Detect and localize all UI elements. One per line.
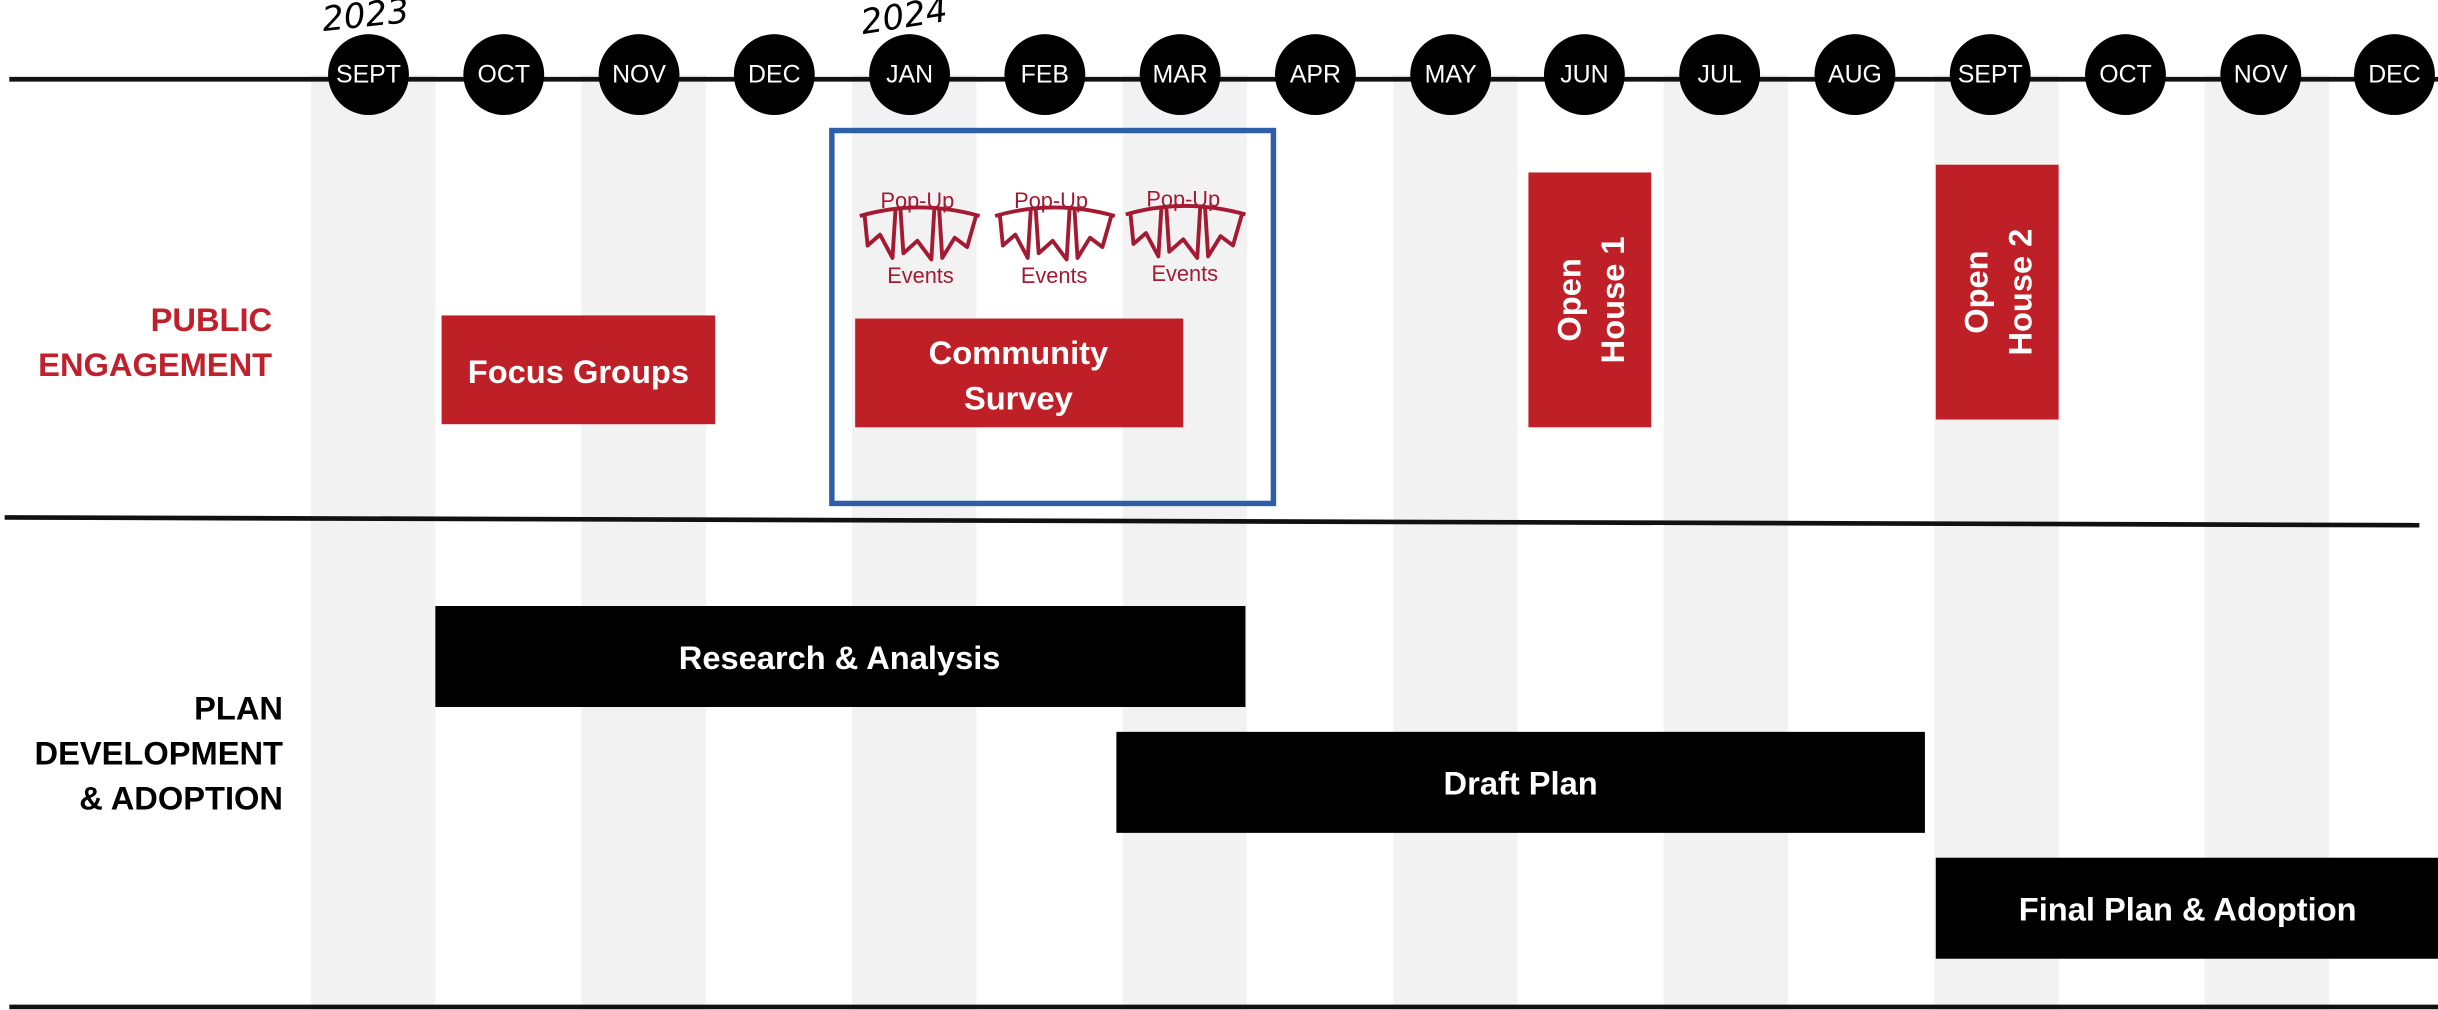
community-survey-bar <box>855 318 1184 428</box>
open-house-1-label-line: House 1 <box>1594 236 1631 363</box>
month-column-bands <box>310 74 2330 1010</box>
month-label: NOV <box>2234 61 2288 89</box>
month-marker <box>1410 34 1492 115</box>
month-label: JAN <box>886 61 933 89</box>
final-plan-block: Final Plan & Adoption <box>1935 857 2438 959</box>
final-plan-bar <box>1935 857 2438 959</box>
open-house-1-block: Open House 1 <box>1528 172 1652 428</box>
month-label: OCT <box>478 61 531 89</box>
focus-groups-block: Focus Groups <box>441 315 716 425</box>
row-label-line: ENGAGEMENT <box>38 346 272 383</box>
month-marker <box>1543 34 1625 115</box>
month-label: JUN <box>1560 61 1608 89</box>
row-label-line: DEVELOPMENT <box>35 735 283 772</box>
month-marker <box>2354 34 2435 115</box>
month-label: JUL <box>1698 61 1742 89</box>
bunting-icon <box>1125 203 1246 260</box>
popup-event-1: Pop-Up Events <box>859 188 981 288</box>
open-house-1-bar <box>1528 172 1652 428</box>
month-marker <box>1274 34 1356 115</box>
month-label: APR <box>1290 61 1341 89</box>
row-label-public-engagement: PUBLIC ENGAGEMENT <box>38 301 272 383</box>
column-band-jul-2024 <box>1663 74 1789 1010</box>
column-band-may-2024 <box>1393 74 1518 1010</box>
year-label-2023: 2023 <box>320 0 411 40</box>
focus-groups-bar <box>441 315 716 425</box>
bunting-icon <box>994 205 1116 262</box>
focus-groups-label: Focus Groups <box>468 353 689 390</box>
month-markers: SEPT OCT NOV DEC JAN FEB MAR APR MAY JUN… <box>328 34 2435 115</box>
final-plan-label: Final Plan & Adoption <box>2019 891 2357 928</box>
month-marker <box>733 34 815 115</box>
community-survey-label-line: Survey <box>964 379 1073 416</box>
column-band-nov-2023 <box>581 74 706 1010</box>
community-survey-label-line: Community <box>929 334 1108 371</box>
month-marker <box>1814 34 1896 115</box>
month-label: FEB <box>1021 61 1069 89</box>
year-label-2024: 2024 <box>858 0 950 43</box>
month-label: AUG <box>1828 61 1882 89</box>
month-label: NOV <box>612 61 666 89</box>
draft-plan-block: Draft Plan <box>1116 731 1925 833</box>
open-house-1-label-line: Open <box>1550 258 1587 341</box>
month-label: MAR <box>1152 61 1207 89</box>
month-label: MAY <box>1425 61 1477 89</box>
popup-event-caption: Events <box>1021 263 1088 288</box>
month-label: DEC <box>2368 61 2421 89</box>
month-marker <box>1139 34 1221 115</box>
community-survey-block: Community Survey <box>855 318 1184 428</box>
column-band-jan-2024 <box>852 74 977 1010</box>
month-marker <box>1949 34 2031 115</box>
month-marker <box>463 34 545 115</box>
research-analysis-bar <box>435 606 1246 708</box>
open-house-2-label-line: House 2 <box>2001 229 2038 356</box>
month-label: OCT <box>2099 61 2152 89</box>
research-analysis-block: Research & Analysis <box>435 606 1246 708</box>
open-house-2-block: Open House 2 <box>1935 164 2059 420</box>
column-band-mar-2024 <box>1122 74 1247 1010</box>
column-band-sept-2023 <box>310 74 436 1010</box>
row-label-plan-development: PLAN DEVELOPMENT & ADOPTION <box>35 689 283 816</box>
bunting-icon <box>859 205 981 262</box>
open-house-2-label-line: Open <box>1958 250 1995 333</box>
research-analysis-label: Research & Analysis <box>679 639 1001 676</box>
month-marker <box>328 34 409 115</box>
open-house-2-bar <box>1935 164 2059 420</box>
popup-event-caption: Events <box>887 263 954 288</box>
column-band-nov-2024 <box>2204 74 2330 1010</box>
month-label: SEPT <box>336 61 401 89</box>
highlight-frame <box>829 127 1277 507</box>
month-label: SEPT <box>1958 61 2023 89</box>
month-marker <box>869 34 951 115</box>
month-label: DEC <box>748 61 801 89</box>
month-marker <box>598 34 680 115</box>
draft-plan-bar <box>1116 731 1925 833</box>
row-label-line: & ADOPTION <box>79 780 283 817</box>
draft-plan-label: Draft Plan <box>1444 765 1598 802</box>
popup-event-3: Pop-Up Events <box>1125 187 1246 286</box>
month-marker <box>1004 34 1086 115</box>
month-marker <box>2220 34 2302 115</box>
row-label-line: PLAN <box>194 689 283 726</box>
popup-event-caption: Events <box>1152 261 1219 286</box>
row-divider <box>4 515 2420 528</box>
month-marker <box>1679 34 1761 115</box>
popup-event-2: Pop-Up Events <box>994 188 1116 288</box>
row-label-line: PUBLIC <box>151 301 272 338</box>
month-marker <box>2085 34 2166 115</box>
